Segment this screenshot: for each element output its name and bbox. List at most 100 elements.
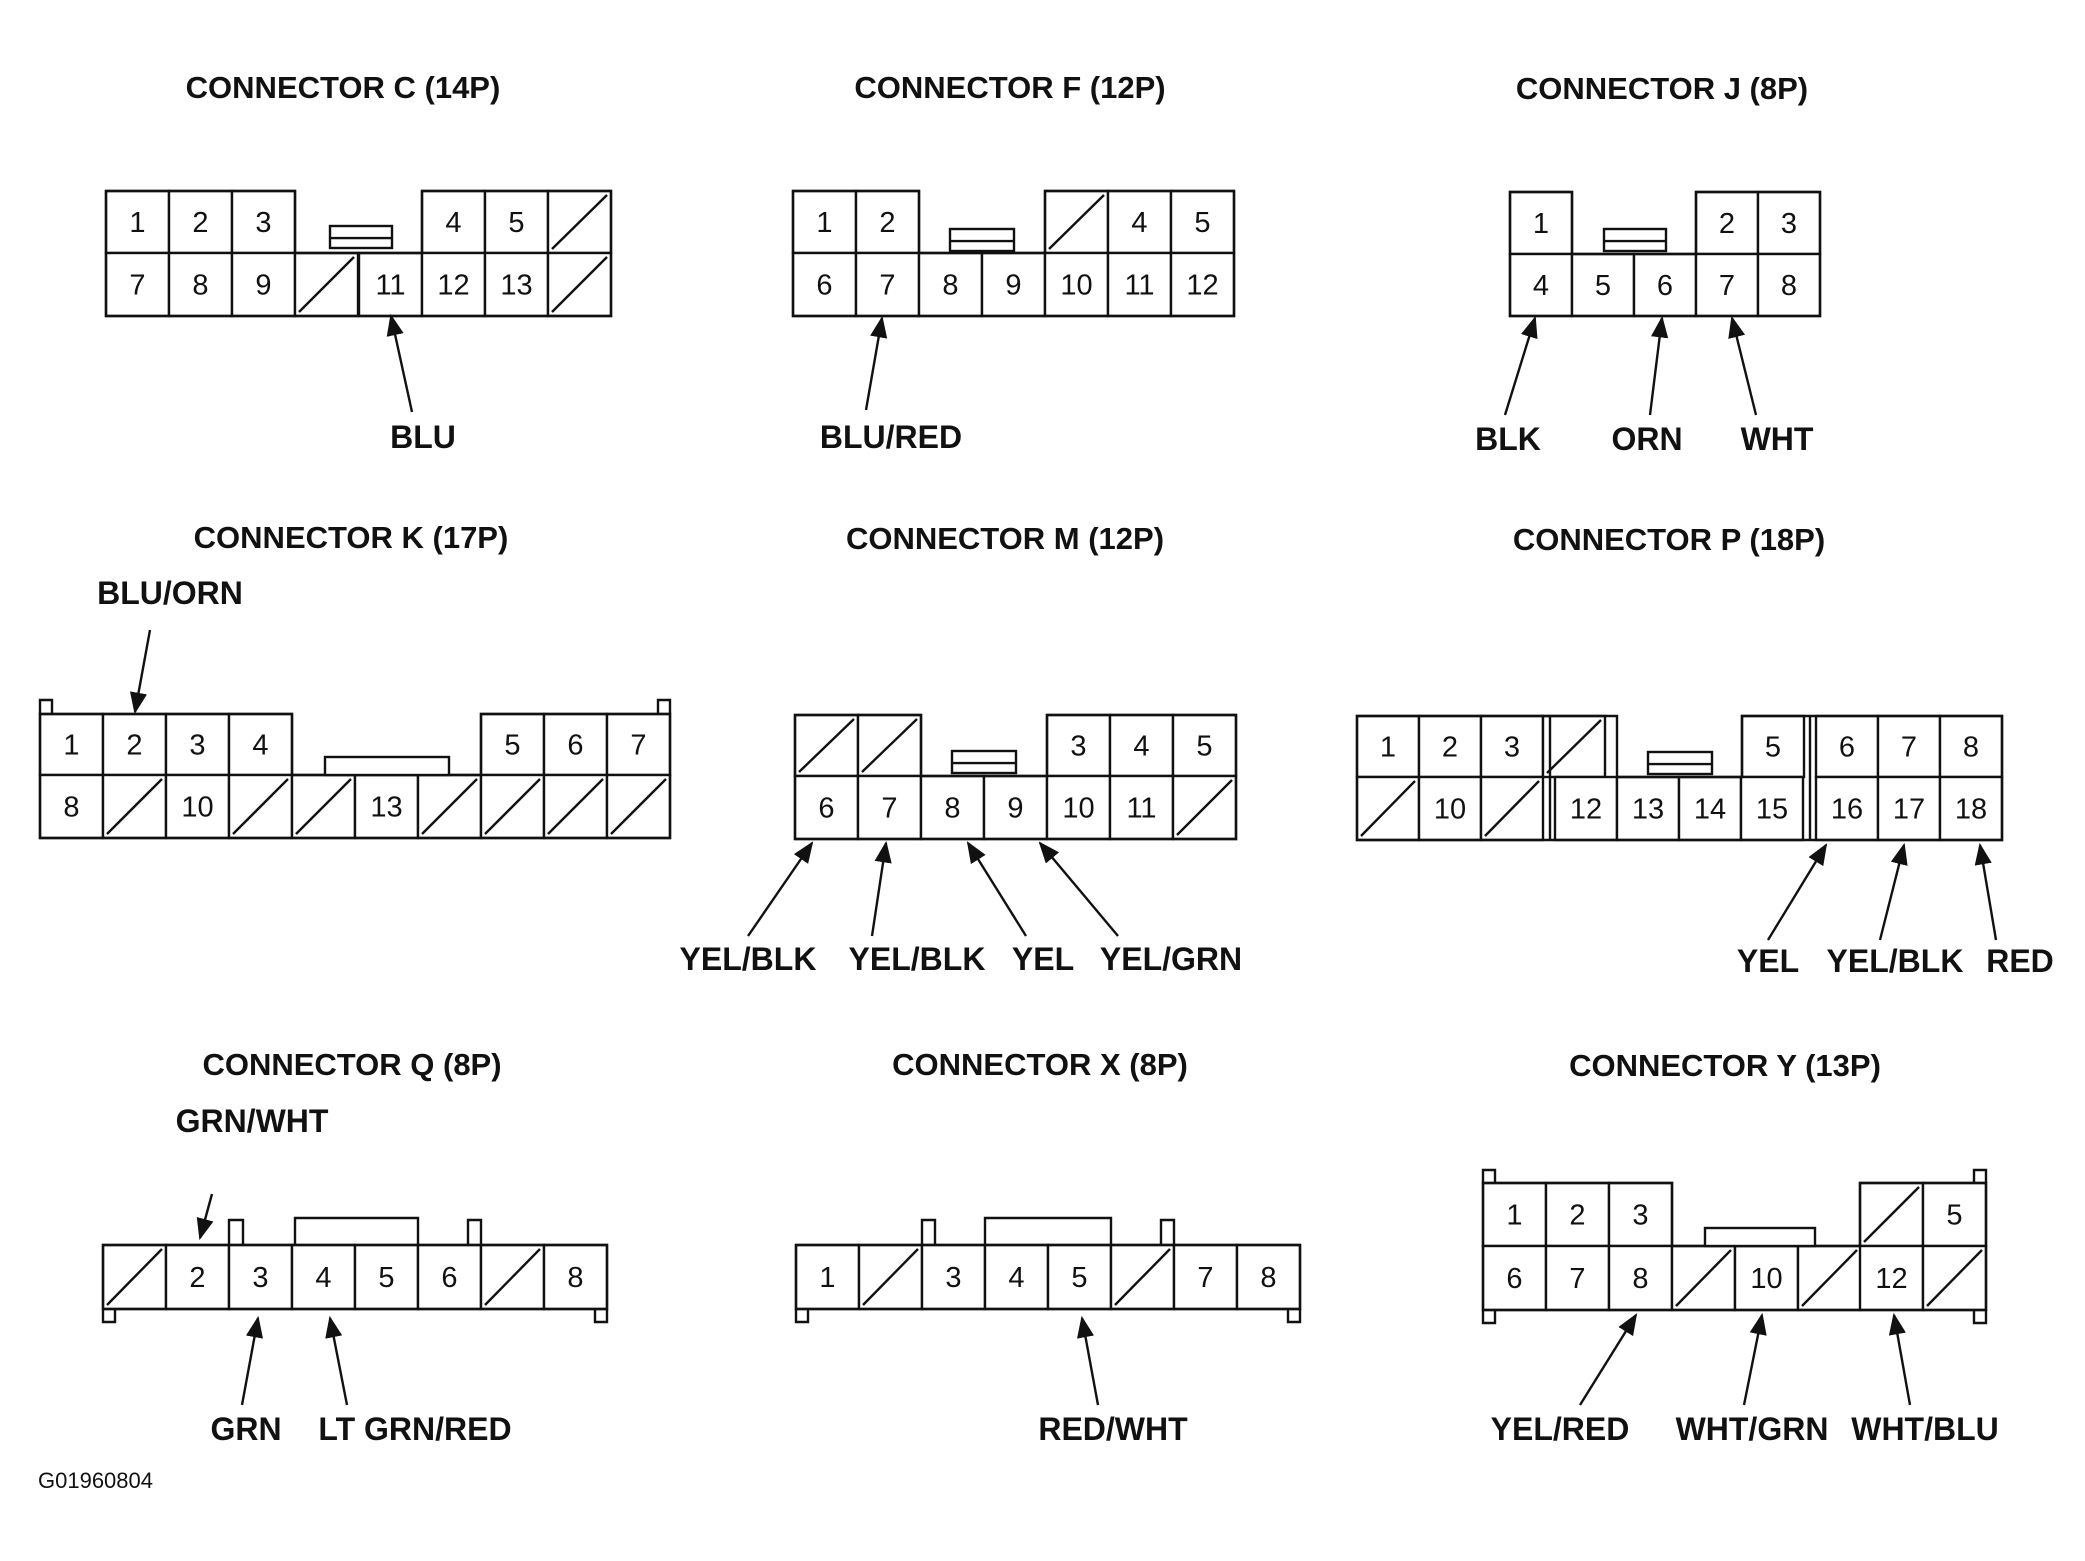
- pin-number: 6: [1657, 270, 1673, 302]
- connector-title: CONNECTOR P (18P): [1513, 522, 1825, 557]
- wire-arrow: [870, 840, 892, 937]
- housing-detail: [1481, 1310, 1497, 1325]
- wire-arrow: [864, 315, 888, 411]
- pin-number: 7: [1197, 1262, 1213, 1294]
- connector-outline: [1508, 190, 1822, 318]
- lock-tab: [1703, 1226, 1817, 1248]
- wire-color-label: YEL: [1737, 943, 1799, 979]
- pin-number: 6: [816, 270, 832, 302]
- pin-number: 9: [1005, 270, 1021, 302]
- wire-arrow: [966, 841, 1028, 937]
- pin-number: 4: [1008, 1262, 1024, 1294]
- pin-number: 5: [1946, 1200, 1962, 1232]
- pin-cell: [1938, 775, 2004, 842]
- pin-cell: [230, 251, 297, 318]
- pin-number: 8: [1260, 1262, 1276, 1294]
- wire-color-label: BLU: [390, 419, 456, 455]
- pin-number: 7: [1719, 270, 1735, 302]
- blank-slash: [862, 1248, 919, 1306]
- pin-number: 13: [370, 792, 402, 824]
- wire-color-label: YEL/BLK: [1827, 943, 1964, 979]
- wire-arrow: [1077, 1315, 1100, 1406]
- pin-number: 18: [1955, 794, 1987, 826]
- pin-number: 4: [1533, 270, 1549, 302]
- housing-detail: [593, 1309, 609, 1324]
- housing-detail: [101, 1309, 117, 1324]
- pin-number: 4: [445, 207, 461, 239]
- blank-slash: [547, 778, 604, 835]
- pin-number: 12: [1875, 1263, 1907, 1295]
- connector-title: CONNECTOR Y (13P): [1569, 1048, 1881, 1083]
- pin-number: 11: [1124, 270, 1154, 302]
- pin-number: 3: [945, 1262, 961, 1294]
- connector-outline: [38, 712, 672, 840]
- pin-number: 2: [1569, 1200, 1585, 1232]
- pin-number: 13: [500, 270, 532, 302]
- pin-cell: [1733, 1244, 1800, 1312]
- blank-slash: [484, 1248, 541, 1306]
- pin-number: 9: [255, 270, 271, 302]
- pin-number: 5: [1071, 1262, 1087, 1294]
- wire-arrow: [747, 841, 814, 937]
- pin-number: 10: [1434, 794, 1466, 826]
- wire-color-label: GRN/WHT: [176, 1103, 329, 1139]
- blank-slash: [798, 718, 855, 773]
- pin-cell: [1553, 775, 1619, 842]
- wire-arrow: [1038, 841, 1119, 937]
- blank-slash: [1801, 1249, 1858, 1307]
- pin-number: 1: [1506, 1200, 1522, 1232]
- housing-detail: [1972, 1310, 1988, 1325]
- pin-cell: [1479, 714, 1545, 779]
- pin-number: 7: [1569, 1263, 1585, 1295]
- wire-arrow: [196, 1193, 214, 1241]
- pin-cell: [1814, 714, 1880, 779]
- lock-tab: [323, 755, 451, 777]
- pin-number: 7: [881, 793, 897, 825]
- connector-outline: [1481, 1181, 1988, 1312]
- housing-detail: [293, 1216, 420, 1245]
- blank-slash: [610, 778, 667, 835]
- blank-slash: [1360, 780, 1416, 837]
- connector-outline: [793, 713, 1238, 841]
- pin-number: 7: [630, 730, 646, 762]
- wire-color-label: BLU/RED: [820, 419, 962, 455]
- wire-color-label: WHT/GRN: [1676, 1411, 1829, 1447]
- pin-number: 15: [1756, 794, 1788, 826]
- pin-number: 1: [63, 730, 79, 762]
- wire-arrow: [386, 313, 414, 413]
- connector-title: CONNECTOR C (14P): [186, 70, 501, 105]
- wire-color-label: RED: [1986, 943, 2054, 979]
- wire-arrow: [1728, 315, 1758, 416]
- pin-number: 7: [879, 270, 895, 302]
- blank-slash: [298, 256, 355, 313]
- wire-arrow: [1503, 315, 1538, 416]
- blank-slash: [106, 778, 163, 835]
- pin-number: 4: [252, 730, 268, 762]
- blank-slash: [861, 718, 918, 773]
- blank-slash: [1926, 1249, 1983, 1307]
- wire-color-label: YEL/BLK: [849, 941, 986, 977]
- pin-number: 2: [126, 730, 142, 762]
- blank-slash: [106, 1248, 163, 1306]
- pin-number: 4: [1131, 207, 1147, 239]
- pin-number: 5: [1196, 731, 1212, 763]
- blank-slash: [1048, 194, 1105, 250]
- blank-slash: [421, 778, 478, 835]
- pin-number: 1: [1533, 208, 1549, 240]
- blank-slash: [232, 778, 289, 835]
- pin-number: 8: [1632, 1263, 1648, 1295]
- pin-cell: [38, 773, 105, 840]
- housing-detail: [1159, 1218, 1176, 1245]
- pin-cell: [1171, 713, 1238, 778]
- housing-detail: [983, 1216, 1113, 1245]
- pin-cell: [164, 773, 231, 840]
- pin-number: 10: [181, 792, 213, 824]
- blank-slash: [1176, 779, 1233, 836]
- pin-number: 3: [1632, 1200, 1648, 1232]
- wire-color-label: BLU/ORN: [97, 575, 243, 611]
- pin-cell: [1169, 251, 1236, 318]
- blank-slash: [551, 194, 608, 250]
